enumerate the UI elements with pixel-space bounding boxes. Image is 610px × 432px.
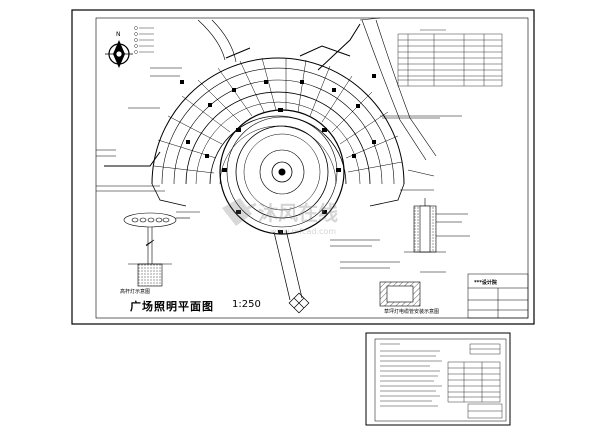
detail-high-pole-lamp (123, 211, 200, 287)
title-block-main (467, 273, 529, 319)
plan-title: 广场照明平面图 (130, 300, 214, 313)
watermark-text: 沐风在线 (258, 201, 338, 225)
equipment-table (397, 29, 503, 87)
north-label: N (116, 31, 121, 38)
section-detail (340, 261, 400, 269)
plan-scale: 1:250 (232, 299, 261, 310)
south-walkway (273, 229, 310, 314)
road-lines (96, 17, 437, 192)
legend-left (134, 26, 154, 54)
detail-right-caption: 草坪灯电缆管安装示意图 (384, 309, 440, 315)
watermark-logo (222, 198, 257, 226)
watermark-url: www.mfcad.com (270, 227, 336, 236)
lamp-markers (180, 74, 376, 234)
north-arrow (105, 40, 133, 68)
detail-left-caption: 高杆灯示意图 (120, 289, 151, 295)
plaza-rings (151, 57, 405, 185)
cable-routes (104, 23, 361, 167)
plaza-spokes (153, 57, 403, 174)
second-sheet-frame (365, 332, 511, 426)
main-sheet-frame (71, 9, 535, 325)
second-sheet-notes (380, 343, 442, 407)
annotation-lines (96, 67, 462, 247)
second-sheet-table (447, 343, 503, 419)
main-sheet-inner-frame (95, 17, 529, 319)
title-block-logo: ***设计院 (474, 280, 497, 286)
second-sheet-inner-frame (374, 338, 507, 422)
plaza-outer-edge (151, 183, 405, 207)
detail-lawn-lamp-conduit (379, 198, 470, 307)
